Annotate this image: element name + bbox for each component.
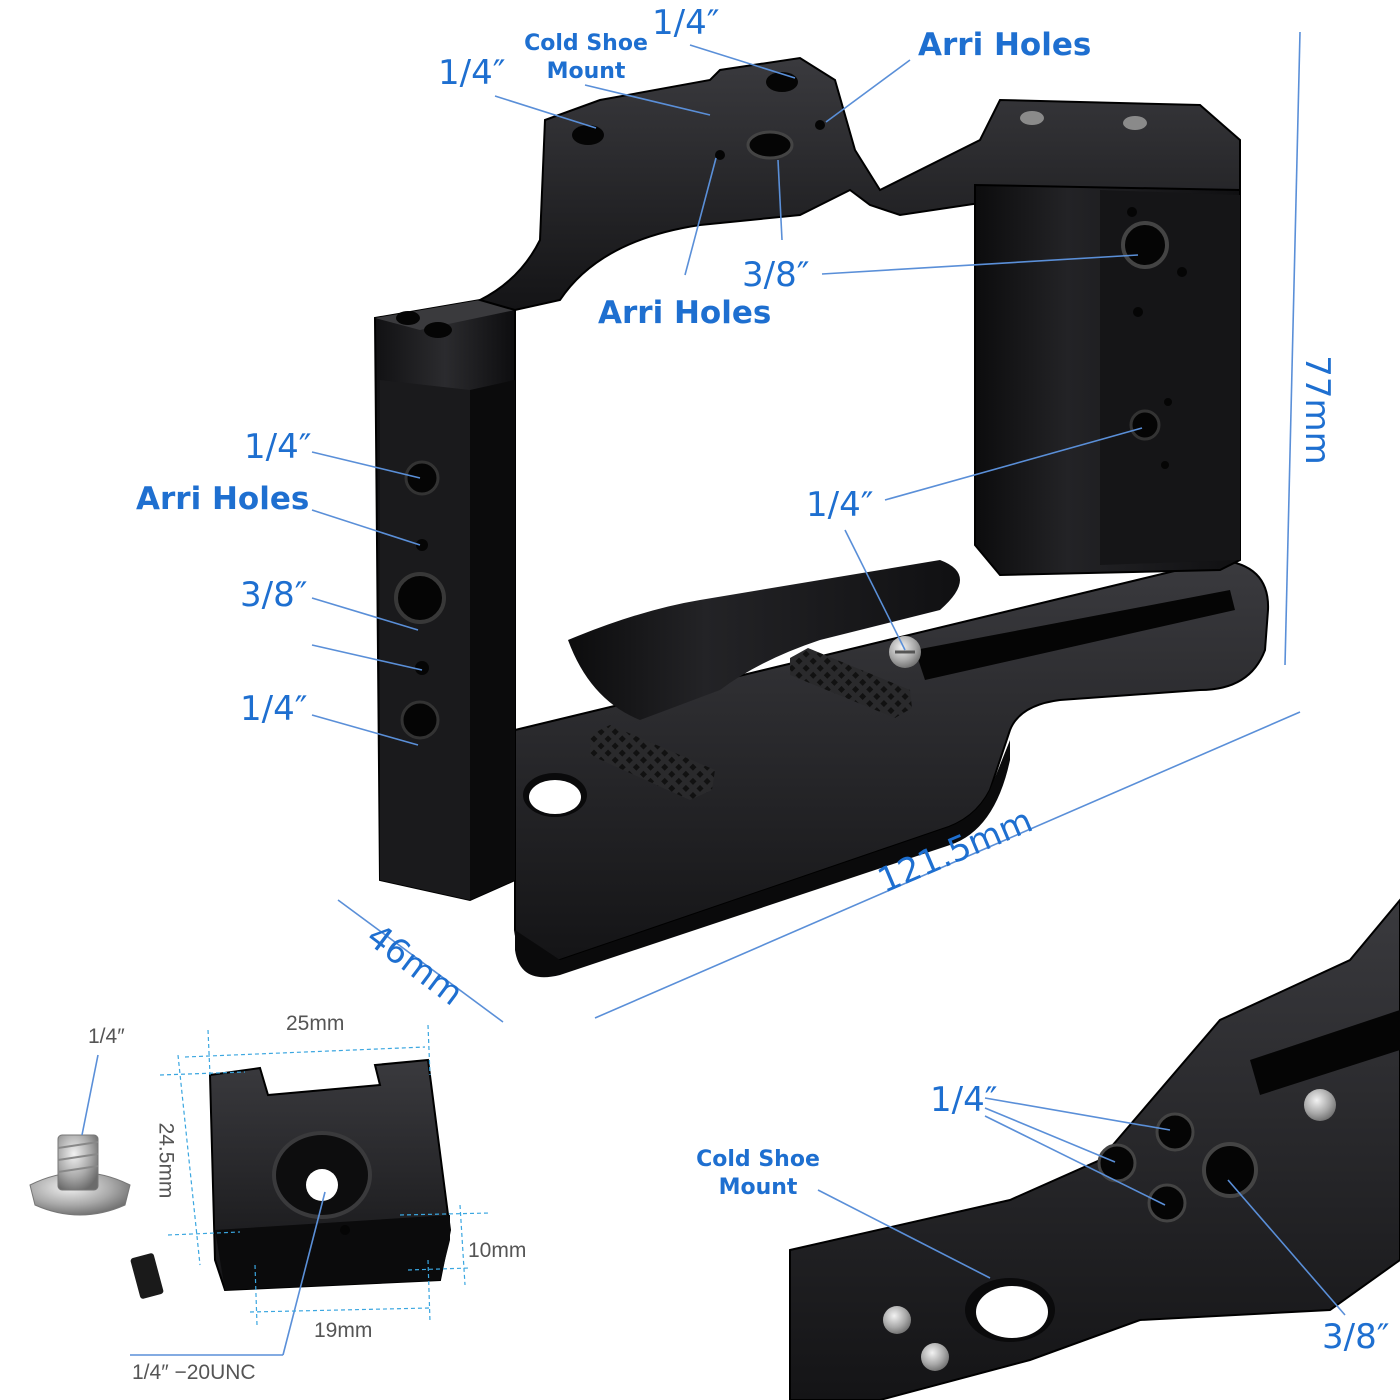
- detail-view: [789, 898, 1400, 1400]
- detail-cold-shoe-label: Cold Shoe Mount: [696, 1147, 820, 1200]
- side-three-eighths-label: 3/8″: [240, 575, 308, 615]
- side-arri-label: Arri Holes: [136, 481, 310, 517]
- top-quarter-left-label: 1/4″: [438, 53, 506, 93]
- top-quarter-right-label: 1/4″: [652, 3, 720, 43]
- detail-three-eighths-label: 3/8″: [1322, 1317, 1390, 1357]
- top-arri-right-label: Arri Holes: [918, 27, 1092, 63]
- shoe-height-label: 24.5mm: [154, 1122, 178, 1199]
- cold-shoe-accessory: [29, 1058, 452, 1299]
- shoe-dimension-lines: [159, 1024, 491, 1326]
- side-quarter-bottom-label: 1/4″: [240, 689, 308, 729]
- shoe-width-bottom-label: 19mm: [314, 1319, 373, 1342]
- callout-lines: [81, 31, 1346, 1356]
- detail-quarter-label: 1/4″: [930, 1080, 998, 1120]
- top-cold-shoe-label: Cold Shoe Mount: [524, 31, 648, 84]
- shoe-rail-label: 10mm: [468, 1239, 527, 1262]
- shoe-screw-label: 1/4″: [88, 1025, 125, 1048]
- top-arri-center-label: Arri Holes: [598, 295, 772, 331]
- right-quarter-label: 1/4″: [806, 485, 874, 525]
- shoe-width-top-label: 25mm: [286, 1012, 345, 1035]
- side-quarter-top-label: 1/4″: [244, 427, 312, 467]
- cage-body: [373, 56, 1270, 978]
- right-three-eighths-label: 3/8″: [742, 255, 810, 295]
- height-dimension-label: 77mm: [1296, 355, 1337, 465]
- shoe-thread-label: 1/4″ −20UNC: [132, 1361, 256, 1384]
